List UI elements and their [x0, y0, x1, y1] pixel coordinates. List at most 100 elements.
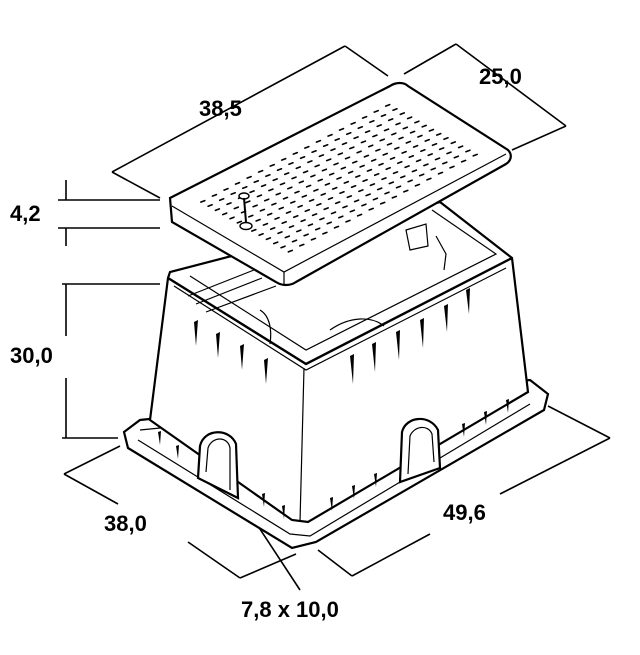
lid-texture-mark	[385, 167, 391, 171]
lid-texture-mark	[427, 153, 433, 157]
lid-texture-mark	[349, 146, 355, 150]
lid-texture-mark	[401, 150, 407, 154]
lid-texture-mark	[299, 156, 306, 160]
lid-texture-mark	[315, 139, 322, 143]
lid-texture-mark	[292, 151, 299, 155]
label-lid-height: 4,2	[10, 201, 41, 226]
lid-texture-mark	[347, 170, 354, 174]
lid-texture-mark	[435, 132, 442, 136]
lid-texture-mark	[380, 114, 387, 118]
lid-texture-mark	[403, 189, 409, 193]
lid-texture-mark	[430, 167, 436, 171]
lid-texture-mark	[322, 144, 329, 148]
lid-texture-mark	[265, 174, 271, 178]
lid-texture-mark	[342, 205, 348, 209]
lid-texture-mark	[277, 231, 283, 235]
lid-texture-mark	[372, 134, 378, 138]
lid-texture-mark	[357, 126, 364, 130]
lid-texture-mark	[366, 168, 373, 172]
lid-texture-mark	[344, 156, 351, 160]
lid-texture-mark	[472, 153, 478, 157]
lid-texture-mark	[353, 199, 360, 203]
lid-texture-mark	[280, 157, 287, 161]
lid-texture-mark	[397, 161, 403, 165]
lid-texture-mark	[434, 157, 441, 161]
lid-texture-mark	[260, 184, 267, 188]
lid-texture-mark	[252, 204, 258, 208]
lid-texture-mark	[248, 214, 254, 218]
lid-texture-mark	[376, 187, 383, 191]
lid-texture-mark	[288, 162, 294, 166]
lid-texture-mark	[294, 190, 300, 194]
lid-texture-mark	[311, 213, 318, 217]
label-base-length: 49,6	[443, 500, 486, 525]
lid-texture-mark	[299, 243, 305, 247]
lid-texture-mark	[407, 179, 413, 183]
lid-texture-mark	[308, 198, 315, 202]
lid-texture-mark	[394, 146, 400, 150]
lid-texture-mark	[316, 203, 322, 207]
lid-texture-mark	[214, 208, 221, 212]
lid-texture-mark	[369, 120, 375, 124]
lid-texture-mark	[337, 152, 344, 156]
lid-texture-mark	[234, 181, 241, 185]
lid-texture-mark	[400, 175, 406, 179]
lid-texture-mark	[375, 148, 381, 152]
dimension-line-base-length	[317, 405, 611, 577]
lid-texture-mark	[388, 181, 395, 185]
lid-texture-mark	[307, 160, 313, 164]
lid-texture-mark	[339, 191, 345, 195]
lid-texture-mark	[300, 219, 306, 223]
lid-texture-mark	[365, 193, 371, 197]
lid-texture-mark	[395, 122, 401, 126]
lid-texture-mark	[457, 145, 464, 149]
label-lid-length: 38,5	[199, 96, 242, 121]
lid-texture-mark	[281, 221, 287, 225]
lid-texture-mark	[369, 183, 376, 187]
lid-texture-mark	[320, 192, 326, 196]
lid-texture-mark	[384, 191, 390, 195]
lid-texture-mark	[265, 237, 272, 241]
lid-texture-mark	[346, 132, 352, 136]
lid-texture-mark	[392, 108, 398, 112]
lid-texture-mark	[391, 132, 397, 136]
lid-texture-mark	[313, 188, 319, 192]
lid-texture-mark	[340, 166, 347, 170]
lid-texture-mark	[305, 184, 312, 188]
lid-texture-mark	[257, 169, 264, 173]
lid-texture-mark	[428, 128, 435, 132]
lid-texture-mark	[460, 159, 467, 163]
lid-texture-mark	[391, 195, 398, 199]
dimension-line-base-width	[63, 445, 297, 579]
lid-texture-mark	[418, 173, 425, 177]
lid-texture-mark	[331, 186, 338, 190]
lid-texture-mark	[378, 162, 384, 166]
lid-texture-mark	[322, 231, 328, 235]
lid-texture-mark	[330, 148, 336, 152]
lid-texture-mark	[417, 134, 423, 138]
lid-texture-mark	[415, 159, 422, 163]
lid-texture-mark	[409, 130, 416, 134]
lid-texture-mark	[330, 211, 337, 215]
lid-texture-mark	[236, 220, 243, 224]
lid-texture-mark	[353, 136, 359, 140]
lid-texture-mark	[258, 233, 264, 237]
lid-texture-mark	[207, 204, 213, 208]
lid-texture-mark	[382, 152, 388, 156]
lid-texture-mark	[333, 225, 340, 229]
lid-texture-mark	[297, 204, 303, 208]
lid-texture-mark	[262, 222, 269, 226]
lid-texture-mark	[402, 126, 409, 130]
lid-texture-mark	[356, 213, 363, 217]
lid-texture-mark	[283, 172, 290, 176]
lid-texture-mark	[287, 186, 293, 190]
lid-texture-mark	[398, 136, 404, 140]
lid-texture-mark	[386, 142, 393, 146]
lid-texture-mark	[359, 164, 365, 168]
lid-texture-mark	[360, 140, 367, 144]
lid-texture-mark	[279, 182, 286, 186]
lid-texture-mark	[336, 176, 342, 180]
label-lid-width: 25,0	[479, 64, 522, 89]
lid-texture-mark	[364, 130, 371, 134]
